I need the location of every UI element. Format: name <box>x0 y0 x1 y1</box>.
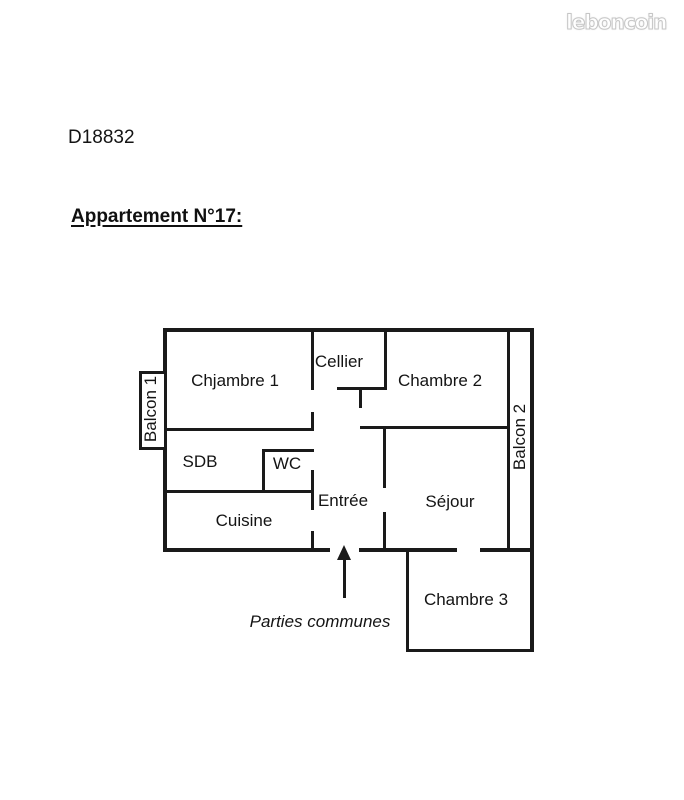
wall-corridor-low <box>311 531 314 551</box>
room-label-chambre2: Chambre 2 <box>397 371 483 390</box>
wall-bottom-mid-segment <box>359 548 457 552</box>
balcon1-outline <box>139 371 164 450</box>
wall-chjambre1-door-stub <box>311 412 314 431</box>
wall-right-main <box>507 331 510 551</box>
up-arrow-icon <box>337 545 351 560</box>
room-label-wc: WC <box>272 454 302 473</box>
wall-wc-left <box>262 449 265 493</box>
room-label-cellier: Cellier <box>314 352 364 371</box>
up-arrow-shaft <box>343 558 346 598</box>
wall-chambre3-left <box>406 551 409 652</box>
page-title: Appartement N°17: <box>71 206 243 227</box>
wall-sejour-left-upper <box>383 428 386 488</box>
room-label-chjambre1: Chjambre 1 <box>191 371 279 390</box>
room-label-balcon1: Balcon 1 <box>141 375 160 443</box>
parties-communes-label: Parties communes <box>249 612 391 631</box>
wall-cellier-right <box>384 331 387 389</box>
wall-cellier-bottom <box>337 387 387 390</box>
wall-balcon2-right <box>530 328 534 552</box>
wall-sejour-left-lower <box>383 512 386 551</box>
room-label-cuisine: Cuisine <box>215 511 273 530</box>
room-label-entree: Entrée <box>317 491 369 510</box>
wall-top <box>163 328 534 332</box>
document-reference: D18832 <box>68 127 135 148</box>
room-label-sejour: Séjour <box>425 492 475 511</box>
wall-chambre3-bottom <box>406 649 534 652</box>
room-label-chambre3: Chambre 3 <box>423 590 509 609</box>
wall-chambre2-bottom <box>360 426 510 429</box>
leboncoin-logo: leboncoin <box>565 10 667 35</box>
wall-chjambre1-bottom <box>163 428 314 431</box>
wall-chjambre1-cellier <box>311 331 314 390</box>
wall-left <box>163 328 167 552</box>
wall-chambre3-right <box>530 552 534 652</box>
wall-cellier-door-stub <box>359 389 362 408</box>
wall-cuisine-top <box>163 490 314 493</box>
room-label-balcon2: Balcon 2 <box>510 403 529 471</box>
wall-wc-top <box>262 449 314 452</box>
room-label-sdb: SDB <box>182 452 218 471</box>
wall-bottom-right-segment <box>480 548 534 552</box>
wall-bottom-left-segment <box>163 548 330 552</box>
